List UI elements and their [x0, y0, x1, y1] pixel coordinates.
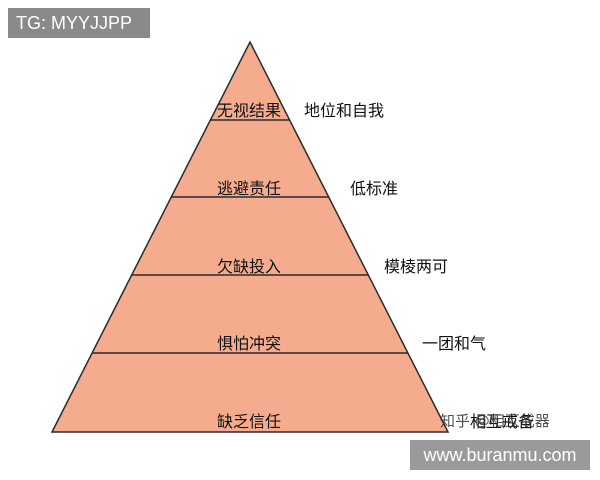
side-label-1: 地位和自我 [304, 101, 384, 120]
level-label-5: 缺乏信任 [217, 412, 281, 431]
website-watermark: www.buranmu.com [410, 440, 590, 470]
pyramid-body [50, 40, 450, 433]
level-label-4: 惧怕冲突 [217, 334, 281, 353]
level-label-3: 欠缺投入 [217, 257, 281, 276]
level-label-1: 无视结果 [217, 101, 281, 120]
level-label-2: 逃避责任 [217, 179, 281, 198]
side-label-4: 一团和气 [422, 334, 486, 353]
side-label-2: 低标准 [350, 179, 398, 198]
zhihu-overlay-text: 知乎 @相互成器 [440, 412, 550, 430]
side-label-3: 模棱两可 [384, 257, 448, 276]
tg-badge: TG: MYYJJPP [8, 8, 150, 38]
side-label-5: 相互戒备 [470, 412, 534, 431]
